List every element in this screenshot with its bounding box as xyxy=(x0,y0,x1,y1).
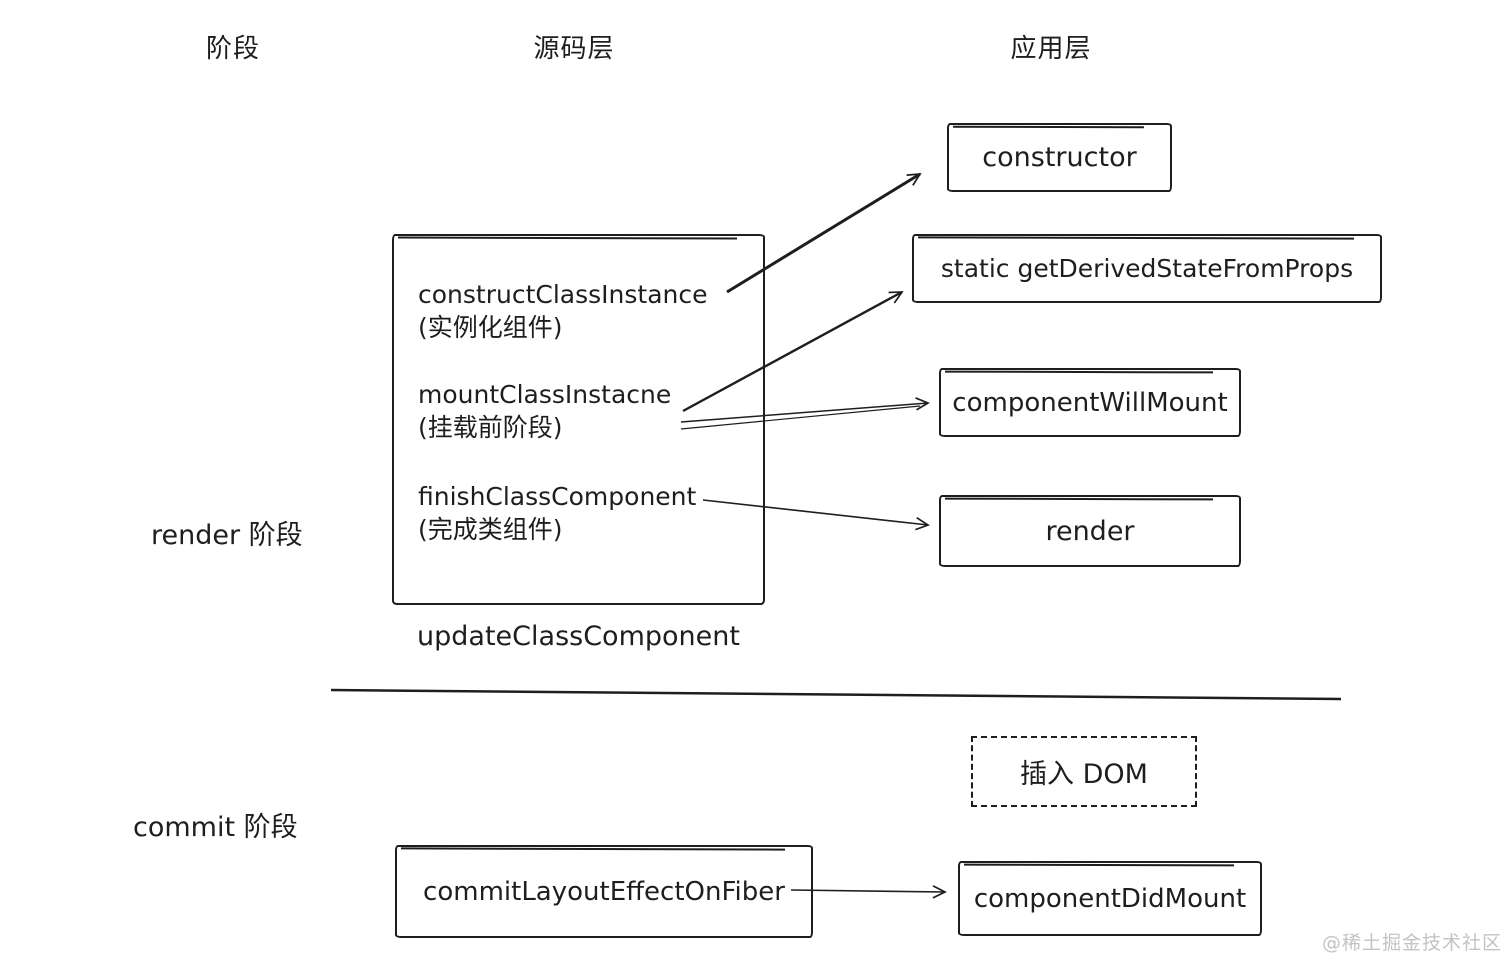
source-item-note: (实例化组件) xyxy=(418,313,563,342)
commit-layout-effect-box: commitLayoutEffectOnFiber xyxy=(395,845,813,938)
constructor-label: constructor xyxy=(982,142,1137,173)
source-item-note: (挂载前阶段) xyxy=(418,413,563,442)
component-did-mount-label: componentDidMount xyxy=(973,883,1247,914)
phase-divider-line xyxy=(330,688,1342,701)
column-header-phase: 阶段 xyxy=(205,34,260,64)
column-header-source-layer: 源码层 xyxy=(533,34,615,64)
component-will-mount-label: componentWillMount xyxy=(952,387,1228,418)
arrow-commit-layout-to-did-mount xyxy=(790,885,947,899)
render-box: render xyxy=(939,495,1241,567)
commit-phase-label: commit 阶段 xyxy=(133,812,298,843)
component-did-mount-box: componentDidMount xyxy=(958,861,1262,936)
get-derived-state-from-props-box: static getDerivedStateFromProps xyxy=(912,234,1382,303)
component-will-mount-box: componentWillMount xyxy=(939,368,1241,437)
watermark: @稀土掘金技术社区 xyxy=(1322,932,1503,954)
source-item-finish-class-component: finishClassComponent (完成类组件) xyxy=(418,480,696,546)
source-item-mount-class-instance: mountClassInstacne (挂载前阶段) xyxy=(418,378,671,444)
insert-dom-label: 插入 DOM xyxy=(1020,759,1148,790)
get-derived-state-from-props-label: static getDerivedStateFromProps xyxy=(940,254,1354,283)
source-item-note: (完成类组件) xyxy=(418,515,563,544)
source-layer-box: constructClassInstance (实例化组件) mountClas… xyxy=(392,234,765,605)
column-header-app-layer: 应用层 xyxy=(1010,34,1092,64)
update-class-component-caption: updateClassComponent xyxy=(417,621,740,652)
source-item-name: constructClassInstance xyxy=(418,280,708,309)
source-item-name: mountClassInstacne xyxy=(418,380,672,409)
source-item-construct-class-instance: constructClassInstance (实例化组件) xyxy=(418,278,708,344)
insert-dom-box: 插入 DOM xyxy=(971,736,1197,807)
commit-layout-effect-label: commitLayoutEffectOnFiber xyxy=(423,876,785,907)
render-label: render xyxy=(1045,515,1135,547)
render-phase-label: render 阶段 xyxy=(151,520,303,551)
source-item-name: finishClassComponent xyxy=(418,482,697,511)
constructor-box: constructor xyxy=(947,123,1172,192)
